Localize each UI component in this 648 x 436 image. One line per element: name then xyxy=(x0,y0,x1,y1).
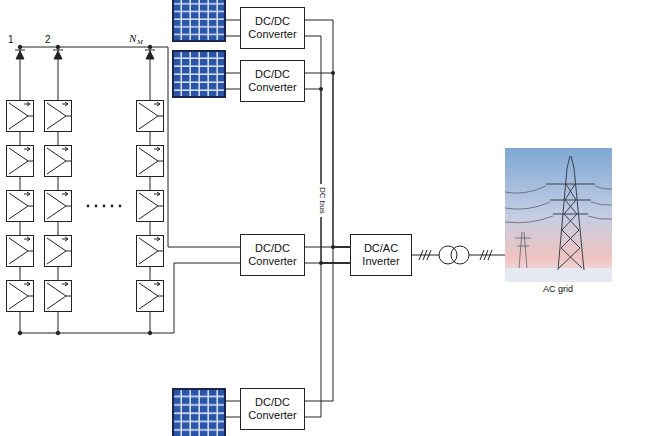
dot xyxy=(111,205,114,208)
dot xyxy=(119,205,122,208)
wire xyxy=(226,401,240,402)
junction-dot xyxy=(18,331,22,335)
diode-bar xyxy=(53,50,63,51)
phase-slash xyxy=(480,250,484,260)
string-number: 1 xyxy=(8,34,14,45)
pv-panel xyxy=(172,0,226,42)
three-phase-line xyxy=(469,255,505,256)
wire xyxy=(226,36,240,37)
junction-dot xyxy=(56,45,60,49)
dc-bus-connector xyxy=(305,247,350,263)
pv-module-symbol xyxy=(45,236,72,267)
distant-pylon xyxy=(515,232,531,268)
dc-dc-converter-box: DC/DC Converter xyxy=(240,388,305,430)
wire xyxy=(226,417,240,418)
diode-bar xyxy=(145,50,155,51)
bus-label: DC bus xyxy=(316,184,327,217)
box-label: DC/DC Converter xyxy=(244,242,301,268)
pv-module-symbol xyxy=(137,236,164,267)
box-label: DC/DC Converter xyxy=(244,68,301,94)
pv-module-symbol xyxy=(7,101,34,132)
string-count-symbol: N xyxy=(129,32,136,44)
diode-symbol xyxy=(16,51,24,59)
dot xyxy=(103,205,106,208)
pv-module-symbol xyxy=(137,101,164,132)
dc-dc-converter-box: DC/DC Converter xyxy=(240,234,305,276)
ac-grid-picture xyxy=(505,148,612,282)
transformer-winding xyxy=(451,246,469,264)
inverter-box: DC/AC Inverter xyxy=(350,234,412,276)
pylon xyxy=(546,156,595,270)
phase-slash xyxy=(427,250,431,260)
array-positive-wire xyxy=(168,47,240,247)
ellipsis-dots xyxy=(87,205,122,208)
pv-module-symbol xyxy=(45,281,72,312)
phase-slash xyxy=(419,250,423,260)
ac-side xyxy=(412,246,505,264)
pv-panel xyxy=(172,388,226,436)
dc-bus-connector xyxy=(305,247,350,417)
box-label: DC/AC Inverter xyxy=(354,242,408,268)
pv-module-symbol xyxy=(7,191,34,222)
wire xyxy=(226,89,240,90)
dot xyxy=(87,205,90,208)
picture-caption: AC grid xyxy=(543,285,573,295)
wire xyxy=(226,73,240,74)
phase-slash xyxy=(484,250,488,260)
junction-dot xyxy=(148,331,152,335)
pv-panel xyxy=(172,50,226,98)
junction-dot xyxy=(18,45,22,49)
pv-module-symbol xyxy=(45,146,72,177)
pv-module-symbol xyxy=(137,191,164,222)
dot xyxy=(95,205,98,208)
pv-module-symbol xyxy=(7,146,34,177)
phase-slash xyxy=(488,250,492,260)
dc-bus-connector xyxy=(305,20,350,263)
pv-module-symbol xyxy=(7,281,34,312)
junction-dot xyxy=(56,331,60,335)
pv-module-symbol xyxy=(45,191,72,222)
diode-bar xyxy=(15,50,25,51)
pv-module-symbol xyxy=(7,236,34,267)
diode-group xyxy=(15,45,155,335)
string-count-subscript: M xyxy=(137,39,143,47)
transformer-winding xyxy=(439,246,457,264)
phase-slash xyxy=(423,250,427,260)
sky xyxy=(505,148,612,282)
pv-string xyxy=(45,101,72,312)
array-negative-wire xyxy=(174,263,240,333)
power-lines xyxy=(505,186,612,223)
wire xyxy=(226,20,240,21)
dc-dc-converter-box: DC/DC Converter xyxy=(240,60,305,102)
pv-panel-group xyxy=(226,20,240,417)
pv-module-symbol xyxy=(45,101,72,132)
diode-symbol xyxy=(146,51,154,59)
junction-dot xyxy=(148,45,152,49)
pv-array-wiring xyxy=(20,47,240,333)
pv-module-symbol xyxy=(137,146,164,177)
string-number: 2 xyxy=(45,34,51,45)
dc-dc-converter-box: DC/DC Converter xyxy=(240,7,305,49)
array-top-line xyxy=(20,47,168,48)
snow-ground xyxy=(505,268,612,282)
dc-bus-connector xyxy=(305,73,350,263)
pv-string xyxy=(137,101,164,312)
pv-string xyxy=(7,101,34,312)
box-label: DC/DC Converter xyxy=(244,396,301,422)
diode-symbol xyxy=(54,51,62,59)
box-label: DC/DC Converter xyxy=(244,15,301,41)
pv-module-symbol xyxy=(137,281,164,312)
